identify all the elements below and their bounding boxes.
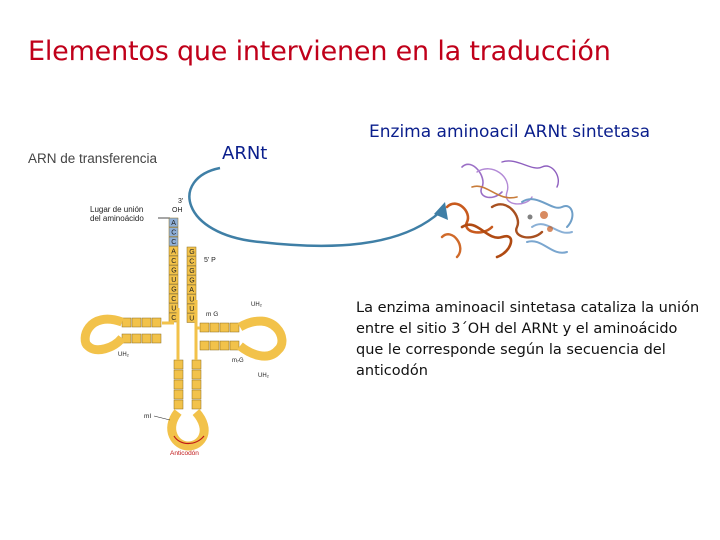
arnt-label: ARNt bbox=[222, 143, 268, 164]
trna-figure-label: ARN de transferencia bbox=[28, 151, 158, 166]
nucleotide-letter: G bbox=[171, 287, 176, 294]
nucleotide-letter: U bbox=[171, 306, 176, 313]
five-prime-label: 5' P bbox=[204, 257, 216, 264]
enzyme-structure-image bbox=[440, 160, 574, 259]
nucleotide-letter: G bbox=[189, 249, 194, 256]
enzyme-label: Enzima aminoacil ARNt sintetasa bbox=[369, 122, 651, 142]
anticodon-arm: mI Anticodón bbox=[144, 359, 209, 457]
nucleotide-letter: U bbox=[189, 297, 194, 304]
svg-text:UH₂: UH₂ bbox=[251, 302, 263, 308]
nucleotide bbox=[168, 265, 179, 275]
nucleotide-letter: C bbox=[171, 296, 176, 303]
nucleotide bbox=[168, 236, 179, 247]
nucleotide-letter: U bbox=[171, 277, 176, 284]
nucleotide bbox=[186, 246, 197, 257]
page-title: Elementos que intervienen en la traducci… bbox=[28, 36, 611, 67]
nucleotide-letter: G bbox=[189, 278, 194, 285]
nucleotide-letter: G bbox=[189, 268, 194, 275]
nucleotide bbox=[186, 294, 197, 304]
d-arm: UH₂ bbox=[80, 314, 162, 358]
nucleotide bbox=[168, 255, 179, 266]
nucleotide bbox=[168, 246, 179, 256]
three-prime-label: 3' bbox=[178, 198, 183, 205]
nucleotide-letter: U bbox=[189, 316, 194, 323]
nucleotide bbox=[168, 274, 179, 285]
caption-text: La enzima aminoacil sintetasa cataliza l… bbox=[356, 300, 700, 379]
nucleotide bbox=[168, 293, 179, 304]
nucleotide-letter: G bbox=[171, 268, 176, 275]
nucleotide-letter: C bbox=[171, 239, 176, 246]
arrow-head bbox=[434, 202, 448, 220]
m7g-label: m₇G bbox=[232, 358, 244, 364]
nucleotide-letter: A bbox=[189, 287, 194, 294]
mg-label: m G bbox=[206, 311, 218, 318]
nucleotide-letter: U bbox=[189, 306, 194, 313]
nucleotide-letter: A bbox=[171, 220, 176, 227]
nucleotide-letter: C bbox=[171, 258, 176, 265]
t-arm: m G UH₂ m₇G UH₂ bbox=[199, 302, 287, 379]
mi-label: mI bbox=[144, 413, 151, 420]
nucleotide bbox=[186, 275, 197, 285]
trna-cloverleaf-diagram: 3' OH Lugar de unión del aminoácido ACCA… bbox=[80, 198, 287, 457]
nucleotide-letter: A bbox=[171, 249, 176, 256]
nucleotide-letter: C bbox=[189, 259, 194, 266]
nucleotide bbox=[186, 256, 197, 266]
oh-label: OH bbox=[172, 207, 183, 214]
uh2-label: UH₂ bbox=[118, 352, 130, 358]
nucleotide-letter: C bbox=[171, 230, 176, 237]
binding-site-label-1: Lugar de unión bbox=[90, 205, 143, 214]
nucleotide bbox=[186, 265, 197, 276]
nucleotide bbox=[186, 284, 197, 295]
binding-site-label-2: del aminoácido bbox=[90, 214, 144, 223]
nucleotide bbox=[168, 217, 179, 228]
svg-text:UH₂: UH₂ bbox=[258, 373, 270, 379]
nucleotide-letter: C bbox=[171, 315, 176, 322]
nucleotide bbox=[168, 284, 179, 294]
arrow-path bbox=[188, 166, 441, 248]
anticodon-label: Anticodón bbox=[170, 450, 199, 457]
nucleotide bbox=[168, 227, 179, 237]
